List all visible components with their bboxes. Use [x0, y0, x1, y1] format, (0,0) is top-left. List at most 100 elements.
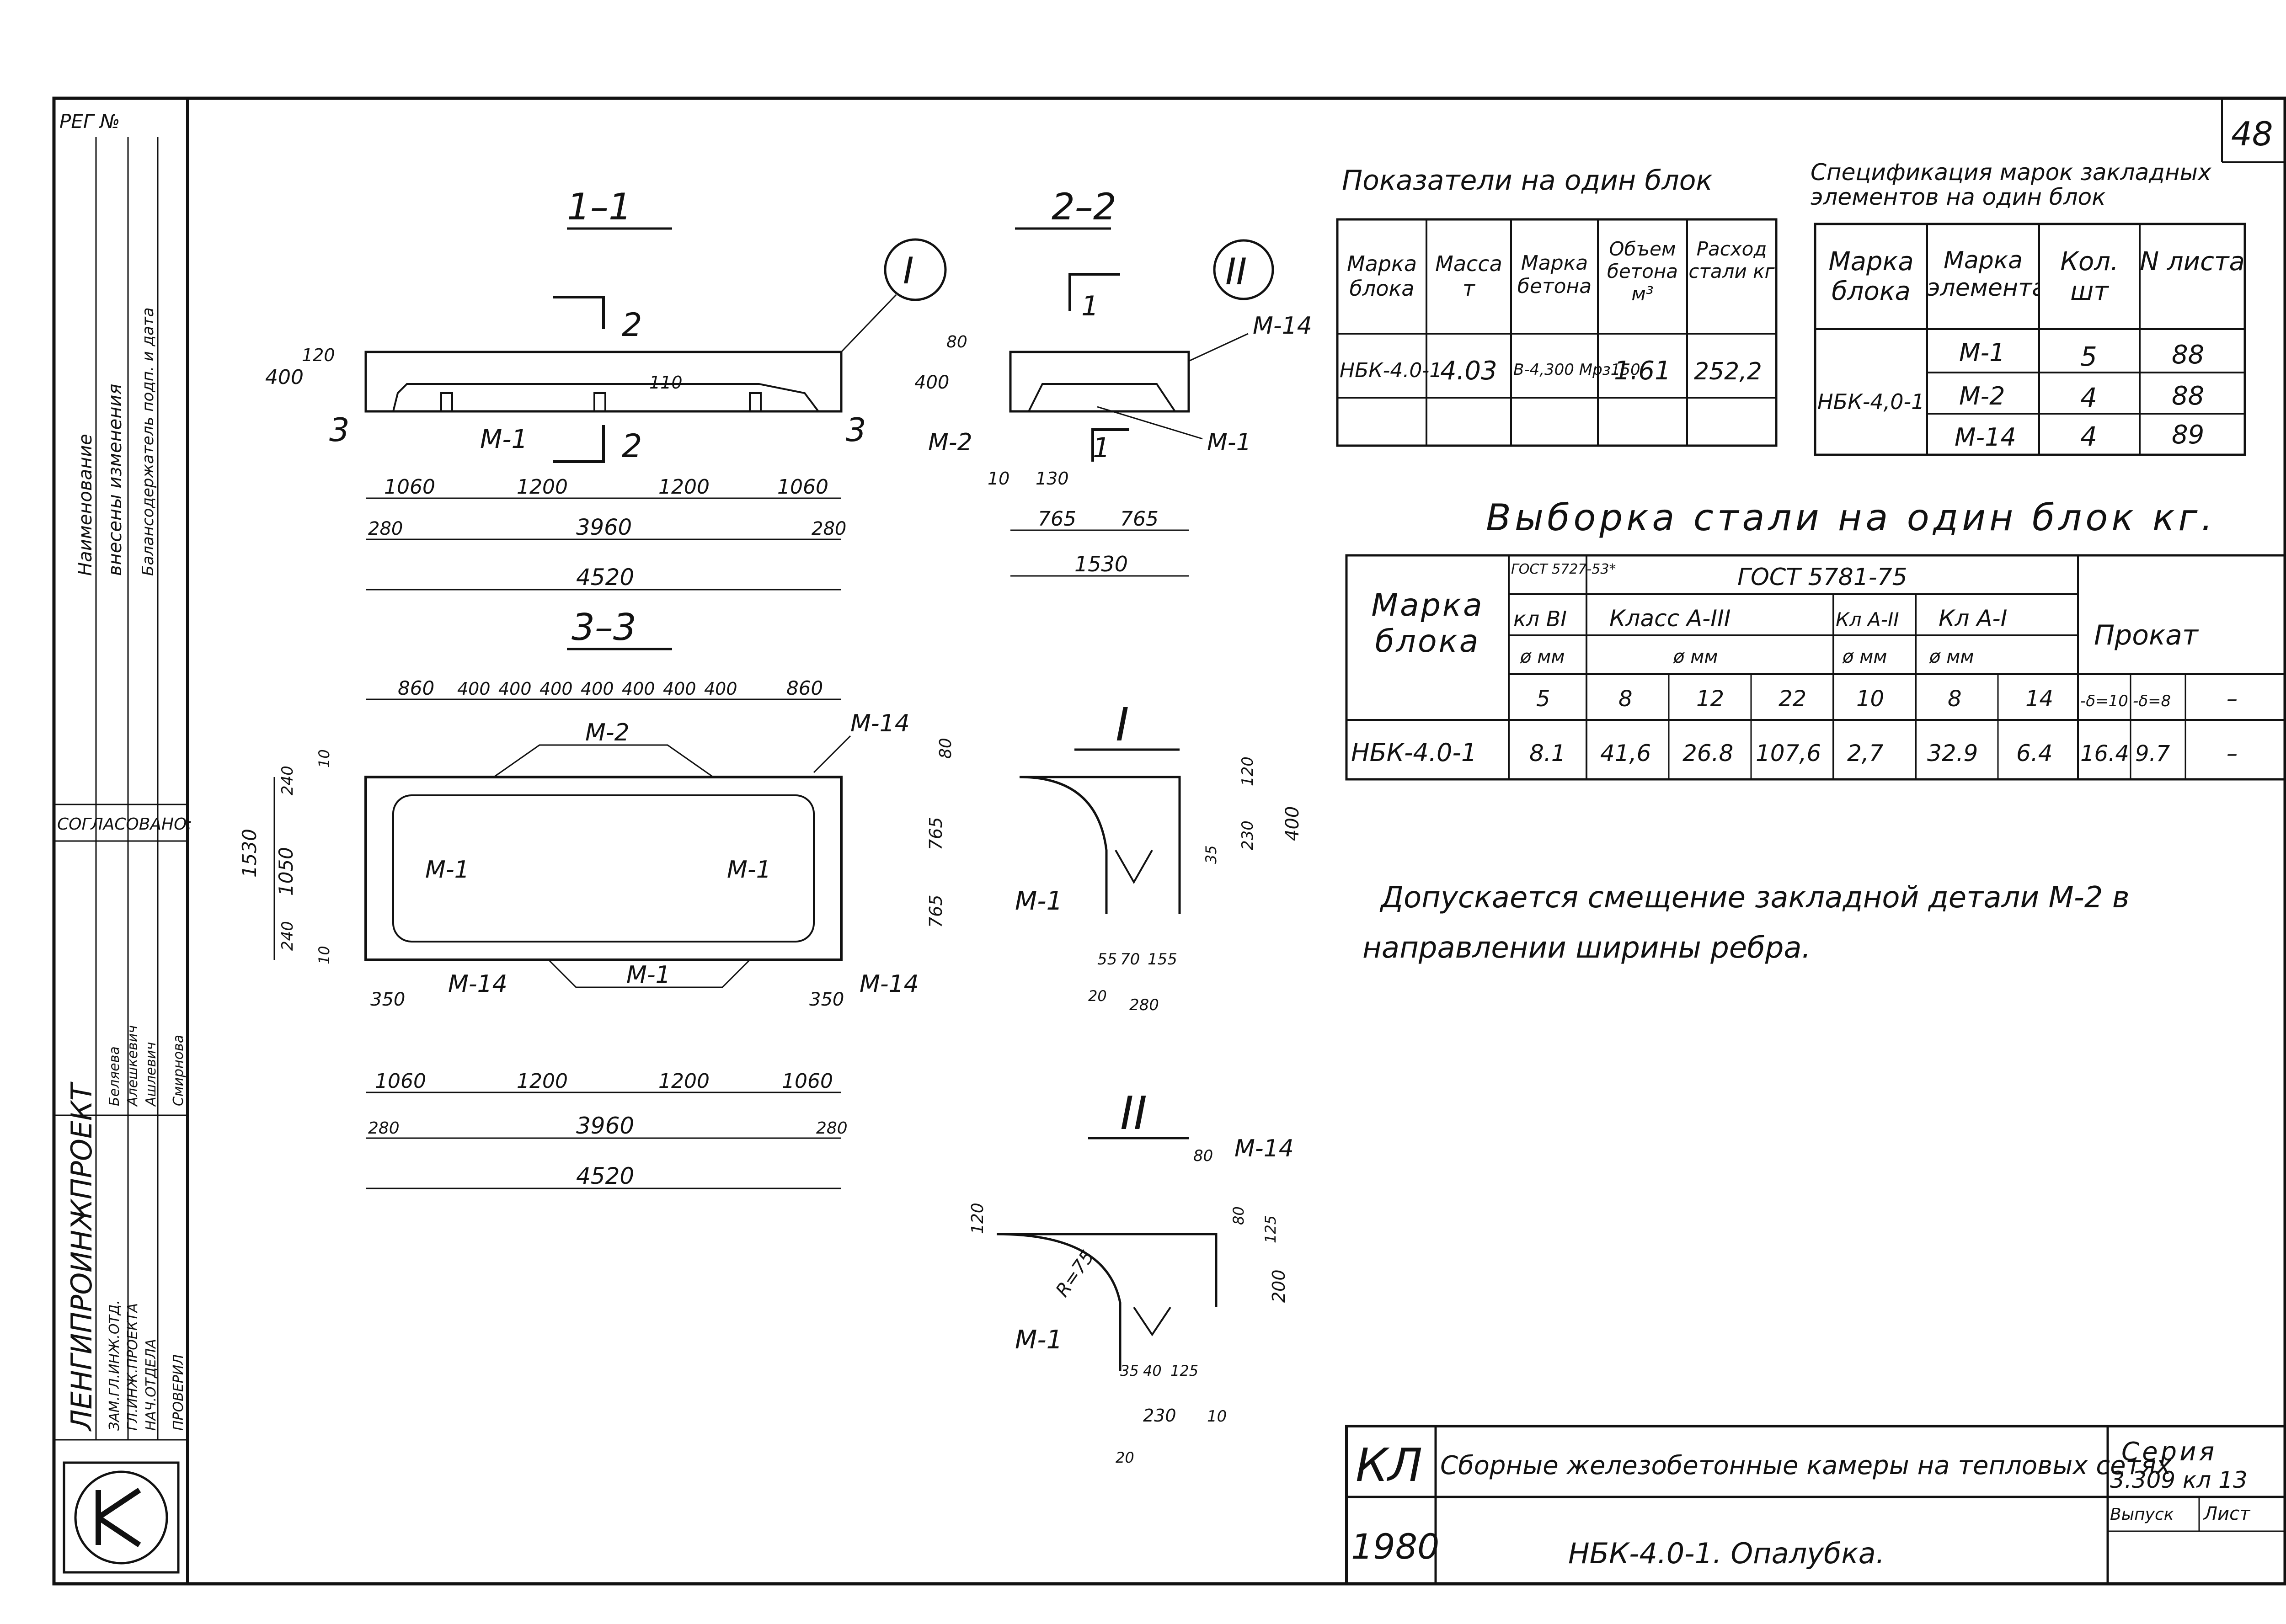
radius-label: R=75	[1052, 1246, 1099, 1300]
column-header: Масса т	[1435, 251, 1502, 301]
margin-role: ПРОВЕРИЛ	[171, 1354, 187, 1431]
part-label: М-1	[727, 856, 771, 884]
cut-label: 2	[622, 427, 642, 465]
table-cell: НБК-4,0-1	[1817, 389, 1924, 414]
cut-label: 1	[1081, 290, 1099, 322]
detail-title: I	[1116, 698, 1129, 751]
side-cut-label: 3	[846, 411, 866, 449]
margin-organization: ЛЕНГИПРОИНЖПРОЕКТ	[65, 1081, 98, 1432]
cut-label: 1	[1093, 432, 1110, 464]
section-title: 1–1	[567, 186, 632, 228]
table-cell: НБК-4.0-1	[1340, 359, 1442, 382]
callout-label: I	[903, 250, 914, 292]
dimension: 1530	[1074, 552, 1128, 576]
diameter-cell: 14	[2025, 686, 2053, 712]
part-label: М-1	[1207, 429, 1251, 456]
class-label: Кл А-II	[1836, 608, 1899, 631]
dimension: 1200	[517, 1070, 568, 1093]
table-cell: 88	[2172, 381, 2204, 411]
column-header: Марка бетона	[1517, 251, 1592, 298]
unit-label: ø мм	[1520, 646, 1565, 667]
table-cell: 32.9	[1927, 740, 1978, 767]
side-cut-label: 3	[329, 411, 350, 449]
diameter-cell: -δ=8	[2133, 692, 2171, 710]
dimension: 240	[278, 766, 297, 795]
margin-person: Смирнова	[171, 1035, 187, 1106]
unit-label: ø мм	[1673, 646, 1718, 667]
margin-role: ГЛ.ИНЖ.ПРОЕКТА	[125, 1303, 141, 1431]
dimension: 350	[809, 989, 844, 1010]
dimension: 860	[398, 677, 434, 699]
margin-change-label: Наименование	[75, 434, 96, 576]
section-3-3: 3–3 860 400 400 400 400 400 400 400 860 …	[238, 606, 955, 1189]
dimension: 35	[1120, 1362, 1139, 1379]
section-title: 3–3	[572, 606, 636, 649]
indicators-table: Показатели на один блок Марка блока Масс…	[1336, 165, 1778, 447]
slab-outline	[1009, 351, 1190, 413]
dimension: 1050	[275, 847, 297, 896]
table-cell: 6.4	[2016, 740, 2053, 767]
margin-change-label: внесены изменения	[105, 384, 126, 576]
page-number: 48	[2231, 115, 2273, 153]
dimension: 280	[816, 1119, 848, 1138]
part-label: М-1	[626, 961, 671, 989]
year: 1980	[1351, 1526, 1439, 1567]
part-label: М-14	[1234, 1135, 1294, 1162]
dimension: 55	[1097, 950, 1117, 969]
table-cell: 16.4	[2080, 741, 2129, 767]
cut-label: 2	[622, 306, 642, 344]
part-label: М-2	[928, 429, 972, 456]
registration-stamp: РЕГ №	[59, 110, 120, 133]
dimension: 400	[622, 679, 655, 699]
dimension: 110	[649, 373, 683, 393]
dimension: 200	[1269, 1269, 1289, 1303]
part-label: М-1	[480, 425, 528, 454]
class-label: Класс А-III	[1609, 605, 1731, 632]
table-title: Показатели на один блок	[1342, 165, 1713, 197]
slab-outline	[364, 351, 843, 413]
issue-label: Выпуск	[2110, 1505, 2174, 1524]
callout-circle	[1213, 239, 1274, 300]
organization-logo	[63, 1461, 180, 1574]
dimension: 20	[1116, 1449, 1134, 1466]
dimension: 70	[1120, 950, 1140, 969]
column-header: Расход стали кг	[1688, 238, 1775, 282]
table-cell: М-1	[1959, 338, 2005, 367]
diameter-cell: 10	[1856, 686, 1884, 712]
table-cell: 8.1	[1529, 740, 1566, 767]
diameter-cell: 12	[1696, 686, 1724, 712]
unit-label: ø мм	[1842, 646, 1887, 667]
diameter-cell: 8	[1618, 686, 1633, 712]
block-plan-outer	[364, 776, 843, 961]
dimension: 120	[968, 1203, 987, 1234]
section-2-2: 2–2 II 1 1 400 80 10 130 765 765 1530 М-…	[914, 186, 1312, 577]
dimension: 10	[988, 469, 1009, 489]
column-header: Марка блока	[1371, 587, 1484, 660]
dimension: 400	[498, 679, 532, 699]
margin-person: Ашлевич	[143, 1042, 159, 1107]
dimension: 40	[1143, 1362, 1162, 1379]
dimension: 10	[315, 749, 333, 768]
dimension: 35	[1202, 845, 1220, 864]
dimension: 400	[704, 679, 737, 699]
dimension: 10	[315, 946, 333, 964]
table-cell: 252,2	[1694, 358, 1762, 385]
part-label: М-1	[425, 856, 470, 884]
part-label: М-1	[1015, 886, 1063, 916]
dimension: 765	[926, 895, 946, 928]
dimension: 765	[926, 817, 946, 850]
margin-person: Беляева	[107, 1046, 123, 1106]
dimension: 20	[1088, 987, 1107, 1005]
note-line: Допускается смещение закладной детали М-…	[1379, 881, 2130, 915]
dimension: 130	[1036, 469, 1069, 489]
part-label: М-14	[850, 710, 910, 737]
section-1-1: 1–1 I 2 2 3 3 400 120 110 1060 1200 1200…	[265, 186, 947, 591]
series-value: 3.309 кл 13	[2110, 1467, 2248, 1493]
dimension: 1200	[658, 475, 710, 499]
dimension: 125	[1262, 1215, 1279, 1243]
dimension: 1060	[777, 475, 828, 499]
dimension: 10	[1207, 1407, 1227, 1426]
dimension: 3960	[576, 515, 632, 540]
dimension: 120	[302, 345, 335, 365]
dimension: 240	[278, 921, 297, 951]
